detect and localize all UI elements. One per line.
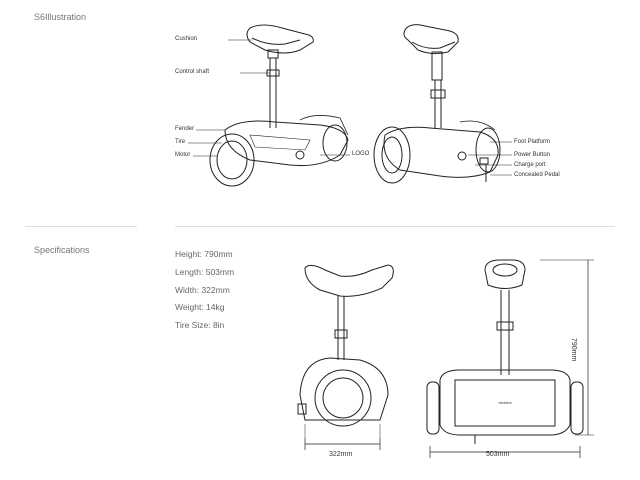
dim-width: 322mm	[329, 451, 353, 458]
spec-width: Width: 322mm	[175, 285, 230, 295]
label-logo: LOGO	[352, 151, 370, 157]
label-fender: Fender	[175, 126, 195, 132]
spec-height: Height: 790mm	[175, 249, 233, 259]
dim-length: 503mm	[486, 451, 510, 458]
scooter-side-illustration	[188, 24, 512, 187]
dimension-drawings: ninebot	[297, 259, 594, 458]
label-motor: Motor	[175, 152, 191, 158]
divider-left	[25, 226, 137, 227]
specifications-title: Specifications	[34, 245, 90, 255]
label-power-button: Power Button	[514, 152, 551, 158]
label-control-shaft: Control shaft	[175, 69, 210, 75]
divider-right	[175, 226, 615, 227]
dim-height: 790mm	[570, 338, 577, 362]
spec-weight: Weight: 14kg	[175, 302, 225, 312]
label-charge-port: Charge port	[514, 162, 546, 168]
spec-length: Length: 503mm	[175, 267, 235, 277]
illustration-title: S6Illustration	[34, 12, 87, 22]
label-foot-platform: Foot Platform	[514, 139, 551, 145]
spec-tire-size: Tire Size: 8in	[175, 320, 225, 330]
label-concealed-pedal: Concealed Pedal	[514, 172, 560, 178]
label-tire: Tire	[175, 139, 186, 145]
label-cushion: Cushion	[175, 36, 198, 42]
front-brand-label: ninebot	[498, 400, 512, 405]
